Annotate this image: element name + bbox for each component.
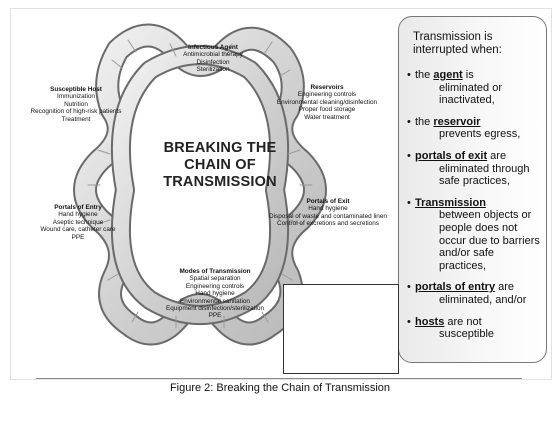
node-item: Antimicrobial therapy — [183, 51, 243, 59]
center-title-line: TRANSMISSION — [163, 174, 277, 190]
panel-bullet-list: the agent is eliminated or inactivated, … — [407, 69, 543, 350]
node-title: Portals of Entry — [54, 204, 102, 211]
panel-bullet: portals of exit are eliminated through s… — [407, 150, 543, 188]
node-item: Sterilization — [196, 66, 230, 74]
bullet-text: eliminated or inactivated, — [439, 81, 502, 107]
node-item: Environmental sanitation — [180, 297, 250, 305]
node-item: PPE — [208, 312, 222, 320]
interruption-panel: Transmission is interrupted when: the ag… — [398, 16, 547, 363]
bullet-text: eliminated through safe practices, — [439, 162, 530, 188]
node-item: Spatial separation — [189, 275, 241, 283]
node-title: Infectious Agent — [188, 44, 238, 51]
bullet-keyword: hosts — [415, 315, 445, 328]
node-item: Hand hygiene — [195, 290, 235, 298]
caption-divider — [36, 378, 522, 379]
node-item: Immunization — [56, 93, 95, 101]
node-item: Disposal of waste and contaminated linen — [269, 212, 387, 220]
panel-title: Transmission is interrupted when: — [413, 31, 502, 56]
node-item: Treatment — [61, 115, 91, 123]
node-item: Equipment disinfection/sterilization — [165, 305, 265, 313]
node-title: Portals of Exit — [306, 198, 350, 205]
figure-caption: Figure 2: Breaking the Chain of Transmis… — [169, 382, 391, 394]
node-item: Recognition of high-risk patients — [30, 108, 122, 116]
node-item: Environmental cleaning/disinfection — [276, 98, 378, 106]
node-item: Nutrition — [64, 100, 88, 108]
bullet-keyword: Transmission — [415, 196, 486, 209]
panel-bullet: portals of entry are eliminated, and/or — [407, 281, 543, 306]
node-title: Modes of Transmission — [179, 268, 251, 275]
node-item: PPE — [71, 233, 85, 241]
node-item: Control of excretions and secretions — [277, 220, 379, 228]
panel-bullet: hosts are not susceptible — [407, 316, 543, 341]
bullet-keyword: portals of exit — [415, 149, 488, 162]
node-item: Disinfection — [196, 58, 230, 66]
bullet-keyword: agent — [433, 69, 463, 81]
node-title: Reservoirs — [310, 84, 344, 91]
node-modes-of-transmission: Modes of Transmission Spatial separation… — [150, 268, 280, 320]
bullet-suffix: are — [487, 149, 507, 162]
node-item: Water treatment — [304, 113, 350, 121]
bullet-suffix: are — [495, 281, 515, 294]
bullet-suffix: is — [462, 69, 474, 81]
node-item: Engineering controls — [297, 91, 357, 99]
panel-bullet: the reservoir prevents egress, — [407, 116, 543, 141]
bullet-prefix: the — [415, 69, 434, 81]
node-portals-of-exit: Portals of Exit Hand hygiene Disposal of… — [262, 198, 394, 228]
bullet-text: eliminated, and/or — [439, 293, 527, 306]
node-infectious-agent: Infectious Agent Antimicrobial therapy D… — [168, 44, 258, 74]
node-item: Aseptic technique — [52, 218, 104, 226]
center-title-line: BREAKING THE — [163, 140, 277, 156]
node-title: Susceptible Host — [50, 86, 102, 93]
bullet-keyword: reservoir — [433, 115, 481, 128]
node-portals-of-entry: Portals of Entry Hand hygiene Aseptic te… — [22, 204, 134, 241]
bullet-text: susceptible — [439, 328, 495, 341]
panel-bullet: the agent is eliminated or inactivated, — [407, 69, 543, 107]
bullet-suffix: are not — [444, 315, 482, 328]
diagram-center-title: BREAKING THE CHAIN OF TRANSMISSION — [150, 140, 290, 191]
bullet-text: between objects or people does not occur… — [439, 209, 540, 272]
bullet-prefix: the — [415, 115, 434, 128]
node-item: Engineering controls — [185, 282, 245, 290]
node-susceptible-host: Susceptible Host Immunization Nutrition … — [14, 86, 138, 123]
center-title-line: CHAIN OF — [184, 157, 256, 173]
node-item: Wound care, catheter care — [40, 226, 116, 234]
node-item: Proper food storage — [298, 106, 356, 114]
panel-bullet: Transmission between objects or people d… — [407, 197, 543, 273]
bullet-text: prevents egress, — [439, 128, 521, 141]
chain-of-transmission-rope — [73, 23, 327, 346]
node-reservoirs: Reservoirs Engineering controls Environm… — [262, 84, 392, 121]
bullet-keyword: portals of entry — [415, 281, 496, 294]
node-item: Hand hygiene — [308, 205, 348, 213]
node-item: Hand hygiene — [58, 211, 98, 219]
blank-box — [283, 284, 399, 374]
